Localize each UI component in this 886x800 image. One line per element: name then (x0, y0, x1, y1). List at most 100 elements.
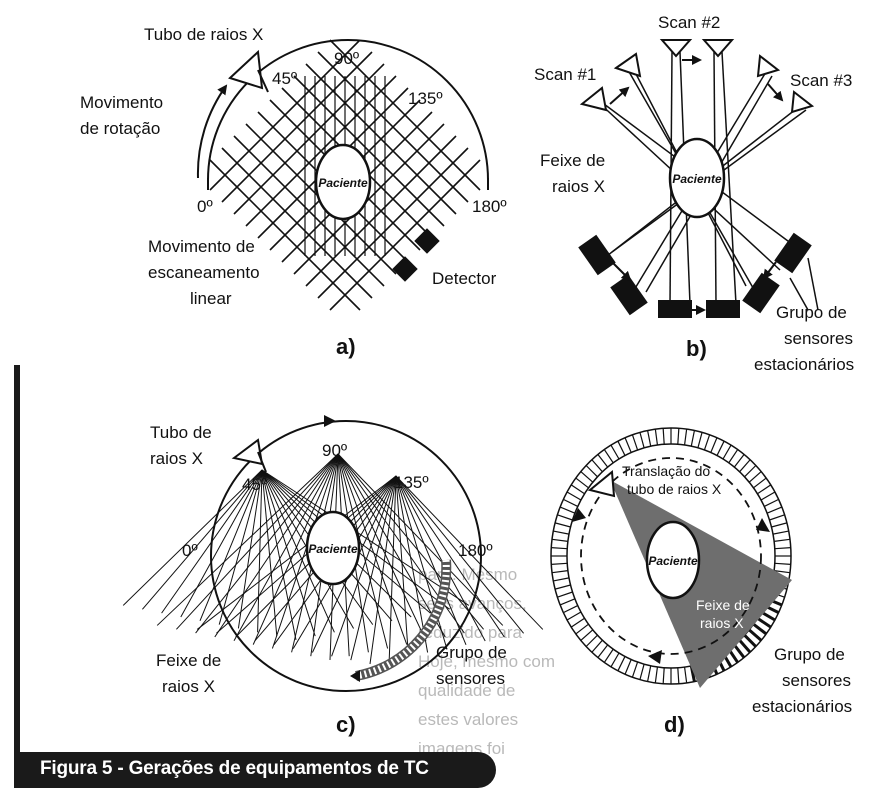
beam-line (597, 454, 609, 468)
beam-label-1: Feixe de (540, 151, 605, 170)
beam-line (395, 475, 524, 634)
beam-line (245, 75, 397, 227)
angle-180-label: 180º (472, 197, 507, 216)
beam-line (752, 622, 768, 636)
beam-line (703, 434, 711, 451)
sensors-label-1: Grupo de (436, 643, 507, 662)
sensor-leader-1 (789, 277, 809, 311)
angle-45-label: 45º (272, 69, 297, 88)
beam-line (261, 469, 297, 641)
beam-line (610, 444, 620, 460)
beam-line (563, 498, 578, 508)
scan1-label: Scan #1 (534, 65, 596, 84)
sensor-arc-arrow (350, 670, 360, 682)
beam-line (261, 469, 278, 637)
beam-line (557, 591, 573, 598)
rotation-label-2: de rotação (80, 119, 160, 138)
beam-line (764, 498, 779, 508)
beam-line (559, 598, 576, 606)
beam-line (395, 475, 505, 638)
beam-line (597, 644, 609, 658)
sensors-label-1: Grupo de (776, 303, 847, 322)
beam-line (610, 652, 620, 668)
angle-90-label: 90º (334, 49, 359, 68)
beam-line (617, 440, 626, 456)
beam-line (662, 428, 665, 445)
beam-line (395, 475, 486, 642)
beam-line (575, 623, 589, 635)
beam-line (748, 628, 763, 642)
beam-line (743, 634, 757, 648)
beam-line (774, 538, 791, 542)
beam-line (756, 616, 772, 629)
beam-line (180, 469, 263, 618)
beam-line (209, 39, 361, 191)
beam-line (395, 475, 409, 657)
beam-line (683, 429, 688, 446)
beam-line (575, 477, 589, 489)
beam-line (331, 475, 397, 657)
beam-label-2: raios X (552, 177, 605, 196)
beam-line (647, 430, 652, 447)
caption-bar (14, 752, 496, 788)
tube-label-1: Tubo de (150, 423, 212, 442)
patient-label: Paciente (672, 172, 722, 186)
beam-line (774, 547, 791, 550)
beam-line (654, 429, 659, 446)
patient-ellipse (314, 143, 372, 221)
beam-line (580, 629, 594, 641)
beam-line (766, 506, 783, 514)
scan3-label: Scan #3 (790, 71, 852, 90)
beam-line (639, 664, 645, 680)
beam-line (337, 453, 446, 638)
patient-label: Paciente (308, 542, 358, 556)
panel-d-letter: d) (664, 712, 685, 737)
angle-0-label: 0º (182, 541, 198, 560)
beam-line (733, 454, 745, 468)
beam-line (233, 63, 385, 215)
angle-180-label: 180º (458, 541, 493, 560)
beam-line (683, 666, 688, 683)
sensor-blocks (578, 232, 812, 318)
panel-a-letter: a) (336, 334, 356, 359)
patient-label: Paciente (318, 176, 368, 190)
scan2-label: Scan #2 (658, 13, 720, 32)
beam-line (739, 459, 751, 473)
beam-line (769, 514, 785, 521)
beam-line (122, 469, 263, 606)
beam-line (350, 475, 397, 661)
sensors-label-2: sensores (436, 669, 505, 688)
tube-translation-path (580, 457, 762, 655)
angle-45-label: 45º (242, 475, 267, 494)
beam-line (760, 491, 776, 501)
scan-arrows (609, 55, 784, 315)
sensor-arc (355, 559, 450, 680)
beam-line (176, 453, 339, 630)
translation-label-2: tubo de raios X (627, 481, 722, 497)
beam-line (647, 665, 652, 682)
beam-line (559, 506, 576, 514)
patient-label: Paciente (648, 554, 698, 568)
panel-c-letter: c) (336, 712, 356, 737)
beam-label-1: Feixe de (696, 597, 750, 613)
beam-line (142, 469, 263, 610)
figure-caption: Figura 5 - Gerações de equipamentos de T… (40, 758, 429, 779)
beam-line (639, 432, 645, 448)
beam-line (566, 611, 582, 621)
beam-line (261, 469, 316, 637)
beam-line (554, 584, 571, 590)
beam-line (337, 453, 389, 649)
beam-line (697, 432, 703, 448)
beam-line (774, 562, 791, 565)
beam-line (252, 453, 339, 645)
beam-line (772, 530, 789, 535)
translation-arrow-left (572, 508, 586, 522)
beam-line (551, 570, 568, 574)
beam-line (161, 469, 263, 614)
beam-line (771, 522, 788, 528)
panel-b: Paciente Scan #1 Scan #2 (534, 13, 854, 374)
patient-ellipse (645, 520, 701, 600)
beam-label-2: raios X (162, 677, 215, 696)
scan-label-1: Movimento de (148, 237, 255, 256)
